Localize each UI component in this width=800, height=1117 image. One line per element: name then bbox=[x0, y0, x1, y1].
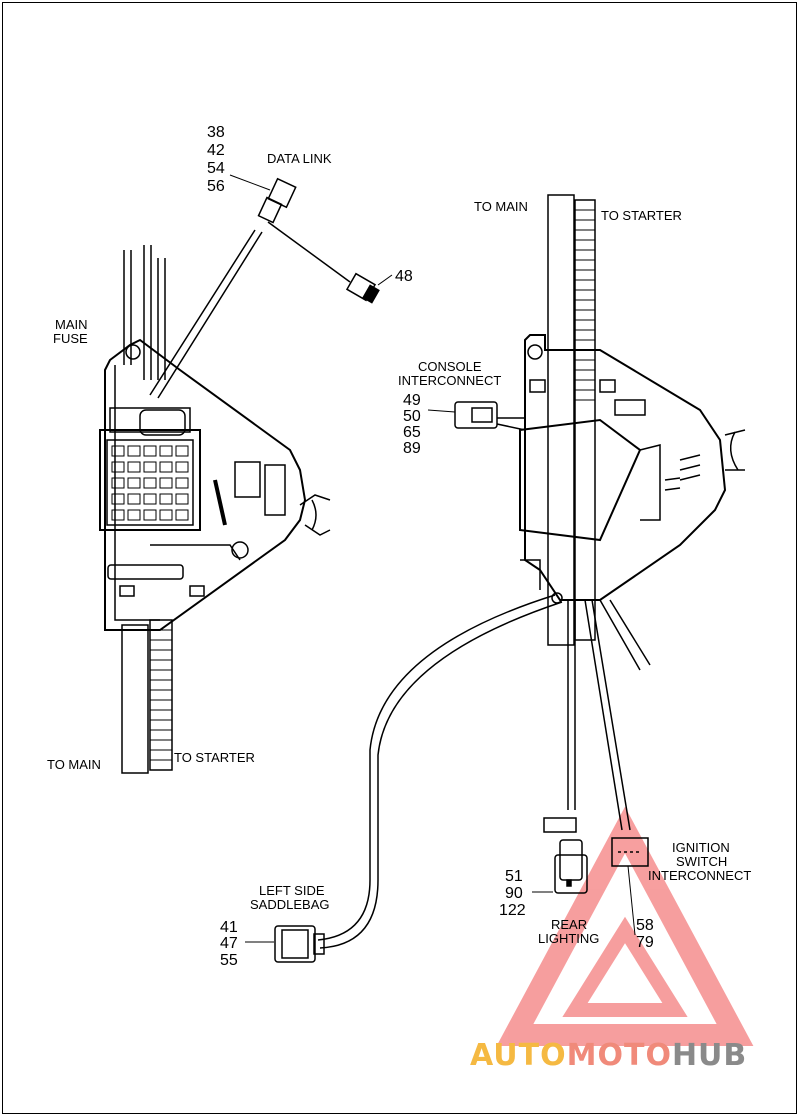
label-to-main-right: TO MAIN bbox=[474, 199, 528, 214]
watermark-part-hub: HUB bbox=[672, 1038, 747, 1073]
callout-data-link-1: 38 bbox=[207, 124, 225, 141]
watermark-logo bbox=[496, 806, 754, 1046]
callout-console-1: 49 bbox=[403, 392, 421, 409]
callout-48: 48 bbox=[395, 268, 413, 285]
label-main-fuse-2: FUSE bbox=[53, 331, 88, 346]
saddlebag-connector bbox=[274, 925, 325, 963]
label-to-main-left: TO MAIN bbox=[47, 757, 101, 772]
callout-rear-1: 51 bbox=[505, 868, 523, 885]
callout-data-link-2: 42 bbox=[207, 142, 225, 159]
callout-saddlebag-3: 55 bbox=[220, 952, 238, 969]
callout-saddlebag-1: 41 bbox=[220, 919, 238, 936]
label-ignition-2: SWITCH bbox=[676, 854, 727, 869]
label-ignition-3: INTERCONNECT bbox=[648, 868, 751, 883]
leader-lines bbox=[229, 174, 636, 943]
left-fuse-assembly bbox=[99, 221, 351, 774]
callout-saddlebag-2: 47 bbox=[220, 935, 238, 952]
label-saddlebag-2: SADDLEBAG bbox=[250, 897, 329, 912]
rear-lighting-connector bbox=[543, 817, 588, 894]
label-saddlebag-1: LEFT SIDE bbox=[259, 883, 325, 898]
watermark-part-auto: AUTO bbox=[470, 1038, 567, 1073]
right-fuse-assembly bbox=[454, 194, 746, 646]
label-rear-2: LIGHTING bbox=[538, 931, 599, 946]
callout-console-4: 89 bbox=[403, 440, 421, 457]
callout-ignition-1: 58 bbox=[636, 917, 654, 934]
label-console-1: CONSOLE bbox=[418, 359, 482, 374]
callout-data-link-3: 54 bbox=[207, 160, 225, 177]
callout-console-3: 65 bbox=[403, 424, 421, 441]
label-main-fuse-1: MAIN bbox=[55, 317, 88, 332]
label-rear-1: REAR bbox=[551, 917, 587, 932]
label-to-starter-left: TO STARTER bbox=[174, 750, 255, 765]
label-ignition-1: IGNITION bbox=[672, 840, 730, 855]
watermark-text: AUTOMOTOHUB bbox=[470, 1038, 747, 1073]
rear-harness bbox=[317, 592, 651, 949]
leader-48 bbox=[377, 274, 393, 286]
callout-ignition-2: 79 bbox=[636, 934, 654, 951]
ignition-connector bbox=[611, 837, 649, 867]
label-console-2: INTERCONNECT bbox=[398, 373, 501, 388]
watermark-part-moto: MOTO bbox=[567, 1038, 672, 1073]
label-data-link: DATA LINK bbox=[267, 151, 332, 166]
data-link-connector bbox=[257, 177, 297, 224]
callout-rear-2: 90 bbox=[505, 885, 523, 902]
callout-console-2: 50 bbox=[403, 408, 421, 425]
callout-data-link-4: 56 bbox=[207, 178, 225, 195]
label-to-starter-right: TO STARTER bbox=[601, 208, 682, 223]
callout-rear-3: 122 bbox=[499, 902, 526, 919]
connector-48 bbox=[345, 272, 380, 304]
